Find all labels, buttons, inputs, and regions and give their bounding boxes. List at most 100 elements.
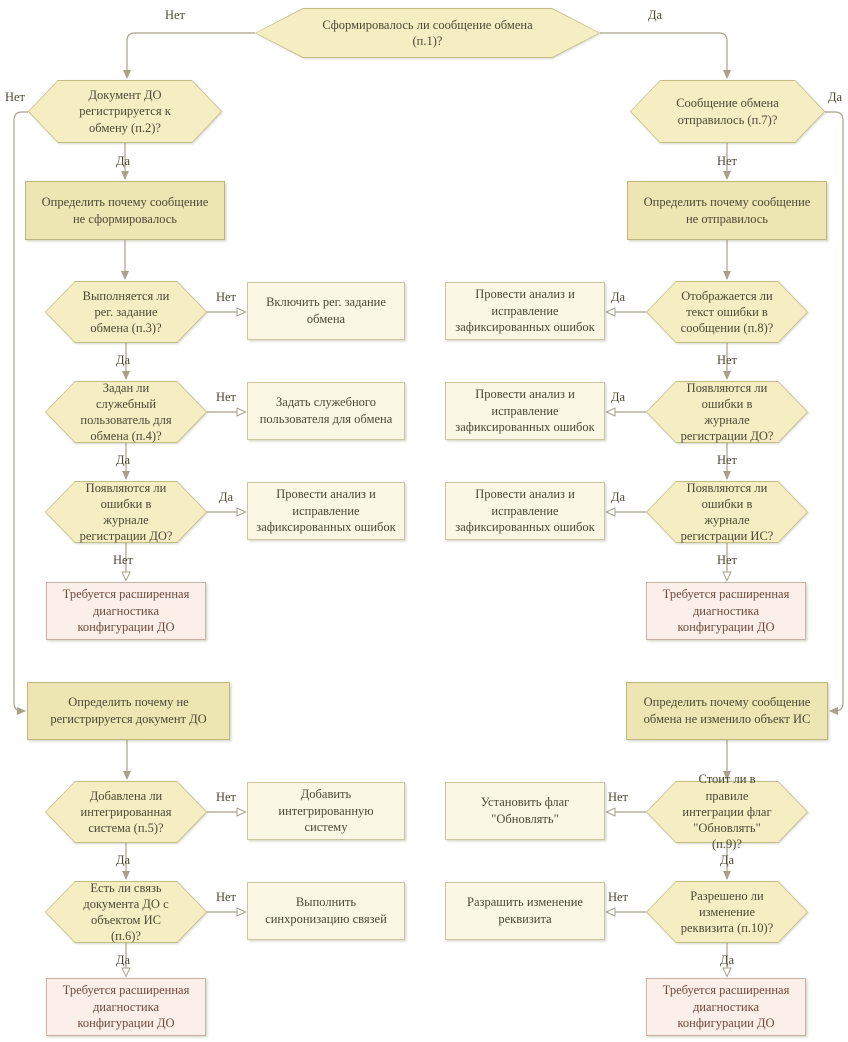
hexagon-fill [29, 81, 221, 142]
decision-reg-job-running-p3: Выполняется ли рег. задание обмена (п.3)… [45, 281, 207, 343]
hexagon-fill [647, 782, 807, 842]
terminal-label: Требуется расширенная диагностика конфиг… [662, 586, 790, 635]
edge-label-errdo-right-no: Нет [716, 453, 738, 467]
terminal-label: Требуется расширенная диагностика конфиг… [62, 982, 190, 1031]
edge-label-errdo-right-yes: Да [610, 390, 626, 404]
action-label: Выполнить синхронизацию связей [265, 895, 387, 926]
decision-attribute-change-allowed-p10: Разрешено ли изменение реквизита (п.10)? [646, 881, 808, 943]
terminal-extended-diagnostics-right-top: Требуется расширенная диагностика конфиг… [646, 582, 806, 640]
decision-label: Появляются ли ошибки в журнале регистрац… [680, 380, 774, 444]
edge-label-p7-yes: Да [827, 90, 843, 104]
action-label: Провести анализ и исправление зафиксиров… [455, 286, 595, 335]
decision-doc-linked-to-is-object-p6: Есть ли связь документа ДО с объектом ИС… [45, 881, 207, 943]
decision-message-formed-p1: Сформировалось ли сообщение обмена (п.1)… [255, 8, 600, 58]
action-analyze-fix-errors-r2: Провести анализ и исправление зафиксиров… [445, 382, 605, 440]
edge-label-p2-no: Нет [4, 90, 26, 104]
decision-errors-do-journal-left: Появляются ли ошибки в журнале регистрац… [45, 481, 207, 543]
terminal-extended-diagnostics-left-bottom: Требуется расширенная диагностика конфиг… [46, 978, 206, 1036]
edge-label-p2-yes: Да [115, 154, 131, 168]
edge-label-p1-no: Нет [164, 8, 186, 22]
process-why-doc-not-registered: Определить почему не регистрируется доку… [27, 682, 230, 740]
action-label: Установить флаг "Обновлять" [480, 795, 570, 826]
edge-label-p4-no: Нет [215, 390, 237, 404]
hexagon-fill [46, 382, 206, 442]
edge-label-p8-no: Нет [716, 353, 738, 367]
terminal-extended-diagnostics-right-bottom: Требуется расширенная диагностика конфиг… [646, 978, 806, 1036]
decision-errors-do-journal-right: Появляются ли ошибки в журнале регистрац… [646, 381, 808, 443]
hexagon-fill [46, 882, 206, 942]
edge-label-p6-no: Нет [215, 890, 237, 904]
terminal-label: Требуется расширенная диагностика конфиг… [62, 586, 190, 635]
decision-label: Отображается ли текст ошибки в сообщении… [680, 288, 774, 336]
action-label: Включить рег. задание обмена [266, 295, 386, 326]
decision-errors-is-journal-right: Появляются ли ошибки в журнале регистрац… [646, 481, 808, 543]
decision-message-sent-p7: Сообщение обмена отправилось (п.7)? [630, 80, 825, 143]
decision-doc-registered-p2: Документ ДО регистрируется к обмену (п.2… [28, 80, 222, 143]
edge-label-p1-yes: Да [647, 8, 663, 22]
edge-label-p9-yes: Да [719, 853, 735, 867]
terminal-label: Требуется расширенная диагностика конфиг… [662, 982, 790, 1031]
edge-label-errdo-left-no: Нет [112, 553, 134, 567]
decision-service-user-set-p4: Задан ли служебный пользователь для обме… [45, 381, 207, 443]
hexagon-fill [46, 482, 206, 542]
hexagon-fill [647, 282, 807, 342]
action-analyze-fix-errors-r1: Провести анализ и исправление зафиксиров… [445, 282, 605, 340]
terminal-extended-diagnostics-left-top: Требуется расширенная диагностика конфиг… [46, 582, 206, 640]
hexagon-fill [647, 882, 807, 942]
edge-label-p5-no: Нет [215, 790, 237, 804]
decision-error-text-shown-p8: Отображается ли текст ошибки в сообщении… [646, 281, 808, 343]
hexagon-fill [256, 9, 599, 57]
decision-label: Появляются ли ошибки в журнале регистрац… [680, 480, 774, 544]
process-label: Определить почему сообщение обмена не из… [643, 695, 811, 726]
edge-label-p5-yes: Да [115, 853, 131, 867]
edge-label-p4-yes: Да [115, 453, 131, 467]
edge-label-p9-no: Нет [607, 790, 629, 804]
action-label: Разрашить изменение реквизита [467, 895, 583, 926]
edge-label-p10-yes: Да [719, 953, 735, 967]
decision-label: Выполняется ли рег. задание обмена (п.3)… [82, 288, 170, 336]
process-label: Определить почему не регистрируется доку… [50, 695, 207, 726]
action-analyze-fix-errors-left: Провести анализ и исправление зафиксиров… [247, 482, 405, 540]
edge-label-erris-right-no: Нет [716, 553, 738, 567]
process-label: Определить почему сообщение не сформиров… [41, 194, 209, 226]
action-label: Провести анализ и исправление зафиксиров… [455, 486, 595, 535]
process-why-message-not-sent: Определить почему сообщение не отправило… [627, 181, 827, 240]
decision-update-flag-in-rule-p9: Стоит ли в правиле интеграции флаг "Обно… [646, 772, 808, 852]
decision-integrated-system-added-p5: Добавлена ли интегрированная система (п.… [45, 781, 207, 843]
action-sync-links: Выполнить синхронизацию связей [247, 882, 405, 940]
process-why-message-not-formed: Определить почему сообщение не сформиров… [25, 181, 225, 240]
decision-label: Задан ли служебный пользователь для обме… [80, 380, 172, 444]
decision-label: Появляются ли ошибки в журнале регистрац… [79, 480, 173, 544]
hexagon-fill [631, 81, 824, 142]
action-label: Провести анализ и исправление зафиксиров… [256, 486, 396, 535]
process-label: Определить почему сообщение не отправило… [643, 194, 811, 226]
edge-label-p7-no: Нет [716, 154, 738, 168]
edge-label-p6-yes: Да [115, 953, 131, 967]
edge-label-p3-yes: Да [115, 353, 131, 367]
decision-label: Сообщение обмена отправилось (п.7)? [676, 96, 779, 127]
action-label: Провести анализ и исправление зафиксиров… [455, 386, 595, 435]
decision-label: Документ ДО регистрируется к обмену (п.2… [79, 88, 171, 135]
edge-label-p8-yes: Да [610, 290, 626, 304]
edge-label-errdo-left-yes: Да [218, 490, 234, 504]
hexagon-fill [647, 382, 807, 442]
edge-label-p3-no: Нет [215, 290, 237, 304]
hexagon-fill [647, 482, 807, 542]
action-enable-reg-job: Включить рег. задание обмена [247, 282, 405, 340]
action-set-service-user: Задать служебного пользователя для обмен… [247, 382, 405, 440]
action-label: Добавить интегрированную систему [278, 786, 374, 835]
action-add-integrated-system: Добавить интегрированную систему [247, 782, 405, 840]
decision-label: Есть ли связь документа ДО с объектом ИС… [83, 880, 169, 944]
edge-label-p10-no: Нет [607, 890, 629, 904]
decision-label: Стоит ли в правиле интеграции флаг "Обно… [682, 772, 772, 852]
process-why-message-not-changed-is-object: Определить почему сообщение обмена не из… [626, 682, 828, 740]
decision-label: Сформировалось ли сообщение обмена (п.1)… [322, 17, 533, 48]
edge-label-erris-right-yes: Да [610, 490, 626, 504]
decision-label: Добавлена ли интегрированная система (п.… [80, 788, 172, 836]
action-label: Задать служебного пользователя для обмен… [259, 395, 393, 426]
hexagon-fill [46, 782, 206, 842]
decision-label: Разрешено ли изменение реквизита (п.10)? [680, 888, 774, 936]
action-analyze-fix-errors-r3: Провести анализ и исправление зафиксиров… [445, 482, 605, 540]
